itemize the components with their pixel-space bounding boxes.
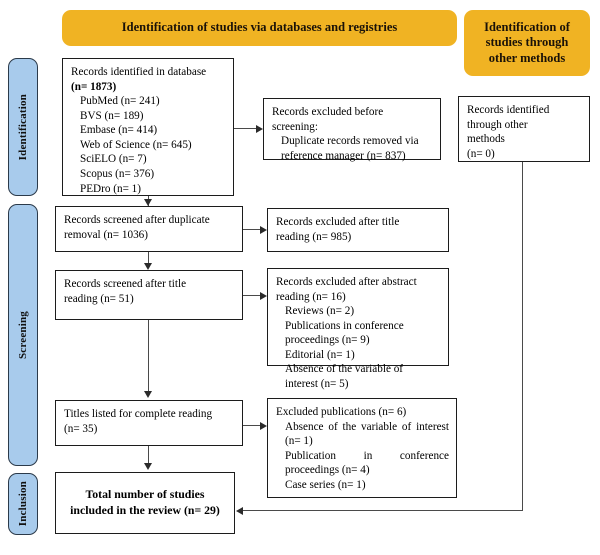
- excl-before-line1: Records excluded before: [272, 106, 384, 118]
- other-ident-line1: Records identified: [467, 104, 550, 116]
- excl-abs-conference-2: proceedings (n= 9): [285, 334, 370, 347]
- other-ident-line2: through other: [467, 118, 528, 131]
- titles-list-line2: (n= 35): [64, 422, 98, 435]
- phase-tab-inclusion: Inclusion: [8, 473, 38, 535]
- db-source-web-of-science: Web of Science (n= 645): [80, 138, 192, 151]
- excl-before-line2: screening:: [272, 120, 318, 133]
- banner-identification-other-methods: Identification of studies through other …: [464, 10, 590, 76]
- db-source-pubmed: PubMed (n= 241): [80, 95, 160, 108]
- excl-title-line2: reading (n= 985): [276, 230, 352, 243]
- db-records-title: Records identified in database: [71, 66, 207, 78]
- db-source-scielo: SciELO (n= 7): [80, 153, 147, 166]
- connector-titles-listed-to-total: [148, 446, 150, 464]
- total-included-line1: Total number of studies: [85, 487, 205, 502]
- box-total-studies-included: Total number of studies included in the …: [55, 472, 235, 534]
- excl-before-item1: Duplicate records removed via: [281, 135, 419, 148]
- excl-title-line1: Records excluded after title: [276, 216, 400, 228]
- excl-abs-editorial: Editorial (n= 1): [285, 348, 355, 361]
- excl-pub-title: Excluded publications (n= 6): [276, 406, 407, 418]
- phase-label-screening: Screening: [17, 310, 29, 360]
- connector-other-methods-horizontal: [243, 510, 523, 512]
- screened-title-line2: reading (n= 51): [64, 292, 134, 305]
- other-ident-count: (n= 0): [467, 147, 495, 160]
- arrowhead-screened-title-to-excluded-abstract: [260, 291, 267, 300]
- db-source-embase: Embase (n= 414): [80, 124, 158, 137]
- other-ident-line3: methods: [467, 133, 505, 146]
- db-source-pedro: PEDro (n= 1): [80, 182, 141, 195]
- banner-identification-databases: Identification of studies via databases …: [62, 10, 457, 46]
- total-included-line2: included in the review (n= 29): [70, 503, 220, 517]
- connector-screened-dup-to-excluded-title: [243, 229, 260, 231]
- connector-other-methods-vertical: [522, 162, 524, 511]
- arrowhead-db-to-excluded-before: [256, 124, 263, 133]
- db-records-total: (n= 1873): [71, 80, 117, 93]
- screened-dup-line2: removal (n= 1036): [64, 228, 148, 241]
- arrowhead-screened-title-to-titles-listed: [143, 391, 152, 398]
- connector-titles-listed-to-excluded-publications: [243, 425, 260, 427]
- box-titles-listed-complete-reading: Titles listed for complete reading (n= 3…: [55, 400, 243, 446]
- total-included-text: Total number of studies included in the …: [70, 487, 220, 519]
- box-records-excluded-after-title-reading: Records excluded after title reading (n=…: [267, 208, 449, 252]
- screened-dup-line1: Records screened after duplicate: [64, 214, 210, 226]
- excl-abs-line2: reading (n= 16): [276, 290, 346, 303]
- titles-list-line1: Titles listed for complete reading: [64, 408, 213, 420]
- phase-label-identification: Identification: [17, 93, 29, 161]
- box-records-excluded-after-abstract-reading: Records excluded after abstract reading …: [267, 268, 449, 390]
- excl-before-item2: reference manager (n= 837): [281, 149, 406, 162]
- box-records-excluded-before-screening: Records excluded before screening: Dupli…: [263, 98, 441, 162]
- excl-pub-conference: Publication in conference proceedings (n…: [285, 449, 449, 477]
- phase-tab-screening: Screening: [8, 204, 38, 466]
- db-source-bvs: BVS (n= 189): [80, 109, 144, 122]
- excl-pub-absence-variable: Absence of the variable of interest (n= …: [285, 420, 449, 448]
- excl-abs-absence-2: interest (n= 5): [285, 377, 349, 390]
- phase-label-inclusion: Inclusion: [17, 481, 29, 527]
- db-source-scopus: Scopus (n= 376): [80, 167, 155, 180]
- arrowhead-other-methods-to-total: [236, 506, 243, 515]
- connector-db-to-excluded-before: [234, 128, 256, 130]
- connector-screened-title-to-excluded-abstract: [243, 295, 260, 297]
- box-records-screened-after-duplicate-removal: Records screened after duplicate removal…: [55, 206, 243, 252]
- connector-screened-title-to-titles-listed: [148, 320, 150, 392]
- arrowhead-titles-listed-to-excluded-publications: [260, 421, 267, 430]
- box-records-screened-after-title-reading: Records screened after title reading (n=…: [55, 270, 243, 320]
- connector-screened-dup-to-screened-title: [148, 252, 150, 264]
- box-records-identified-other-methods: Records identified through other methods…: [458, 96, 590, 162]
- arrowhead-db-to-screened: [143, 199, 152, 206]
- excl-abs-line1: Records excluded after abstract: [276, 276, 417, 288]
- excl-abs-reviews: Reviews (n= 2): [285, 305, 355, 318]
- phase-tab-identification: Identification: [8, 58, 38, 196]
- excl-abs-conference-1: Publications in conference: [285, 319, 404, 332]
- box-records-identified-database: Records identified in database (n= 1873)…: [62, 58, 234, 196]
- box-excluded-publications: Excluded publications (n= 6) Absence of …: [267, 398, 457, 498]
- excl-pub-case-series: Case series (n= 1): [285, 478, 366, 491]
- arrowhead-screened-dup-to-screened-title: [143, 263, 152, 270]
- arrowhead-titles-listed-to-total: [143, 463, 152, 470]
- excl-abs-absence-1: Absence of the variable of: [285, 363, 404, 376]
- arrowhead-screened-dup-to-excluded-title: [260, 225, 267, 234]
- screened-title-line1: Records screened after title: [64, 278, 187, 290]
